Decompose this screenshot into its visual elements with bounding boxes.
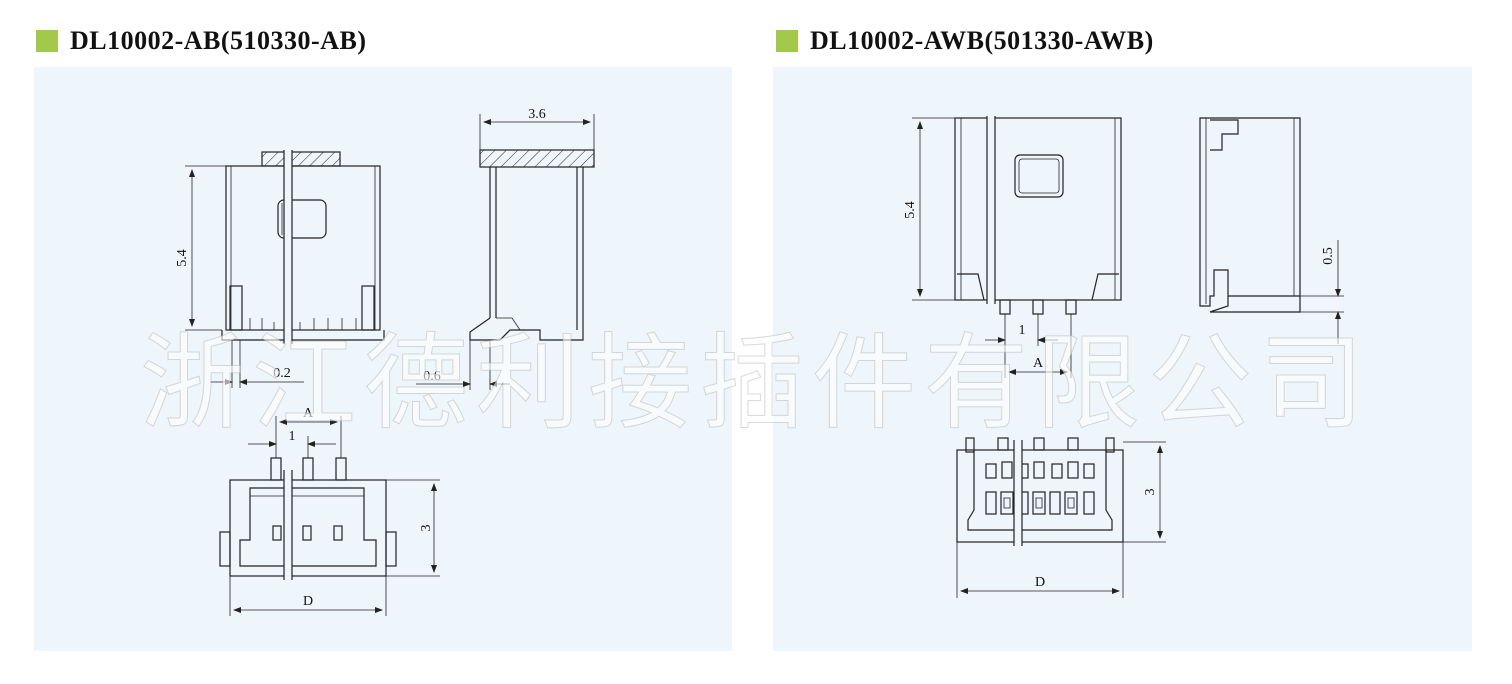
right-bottom-view: 3 D [956,437,1166,598]
dim-label-1-left: 1 [289,429,296,444]
left-bottom-view: A 1 3 D [219,406,440,616]
left-dim-0-2: 0.2 [210,340,304,388]
dim-label-5-4-right: 5.4 [903,201,918,219]
right-title-text: DL10002-AWB(501330-AWB) [810,26,1154,55]
dim-label-a-right: A [1033,356,1044,371]
right-front-view [954,116,1122,315]
dim-label-0-2: 0.2 [273,366,291,381]
left-section-title: DL10002-AB(510330-AB) [36,26,367,55]
company-watermark: 浙江德利接插件有限公司 [139,322,1372,445]
dim-label-d-right: D [1035,575,1045,590]
dim-label-a-left: A [303,406,314,421]
left-drawing-panel [34,67,732,651]
right-section-title: DL10002-AWB(501330-AWB) [776,26,1154,55]
right-drawing-panel [773,67,1472,651]
left-title-text: DL10002-AB(510330-AB) [70,26,367,55]
dim-label-1-right: 1 [1019,323,1026,338]
left-dim-5-4: 5.4 [175,165,226,331]
dim-label-0-5: 0.5 [1321,247,1336,265]
left-front-view [221,150,385,344]
dim-label-3-left: 3 [419,525,434,532]
right-dim-5-4: 5.4 [903,117,955,301]
dim-label-3-right: 3 [1143,489,1158,496]
dim-label-3-6: 3.6 [528,107,546,122]
green-square-icon [36,30,58,52]
green-square-icon [776,30,798,52]
dim-label-5-4-left: 5.4 [175,249,190,267]
dim-label-0-6: 0.6 [423,369,441,384]
right-dim-pitch: 1 A [985,314,1072,378]
dim-label-d-left: D [303,594,313,609]
right-side-view: 0.5 [1199,117,1344,344]
left-side-view: 3.6 0.6 [416,107,595,390]
